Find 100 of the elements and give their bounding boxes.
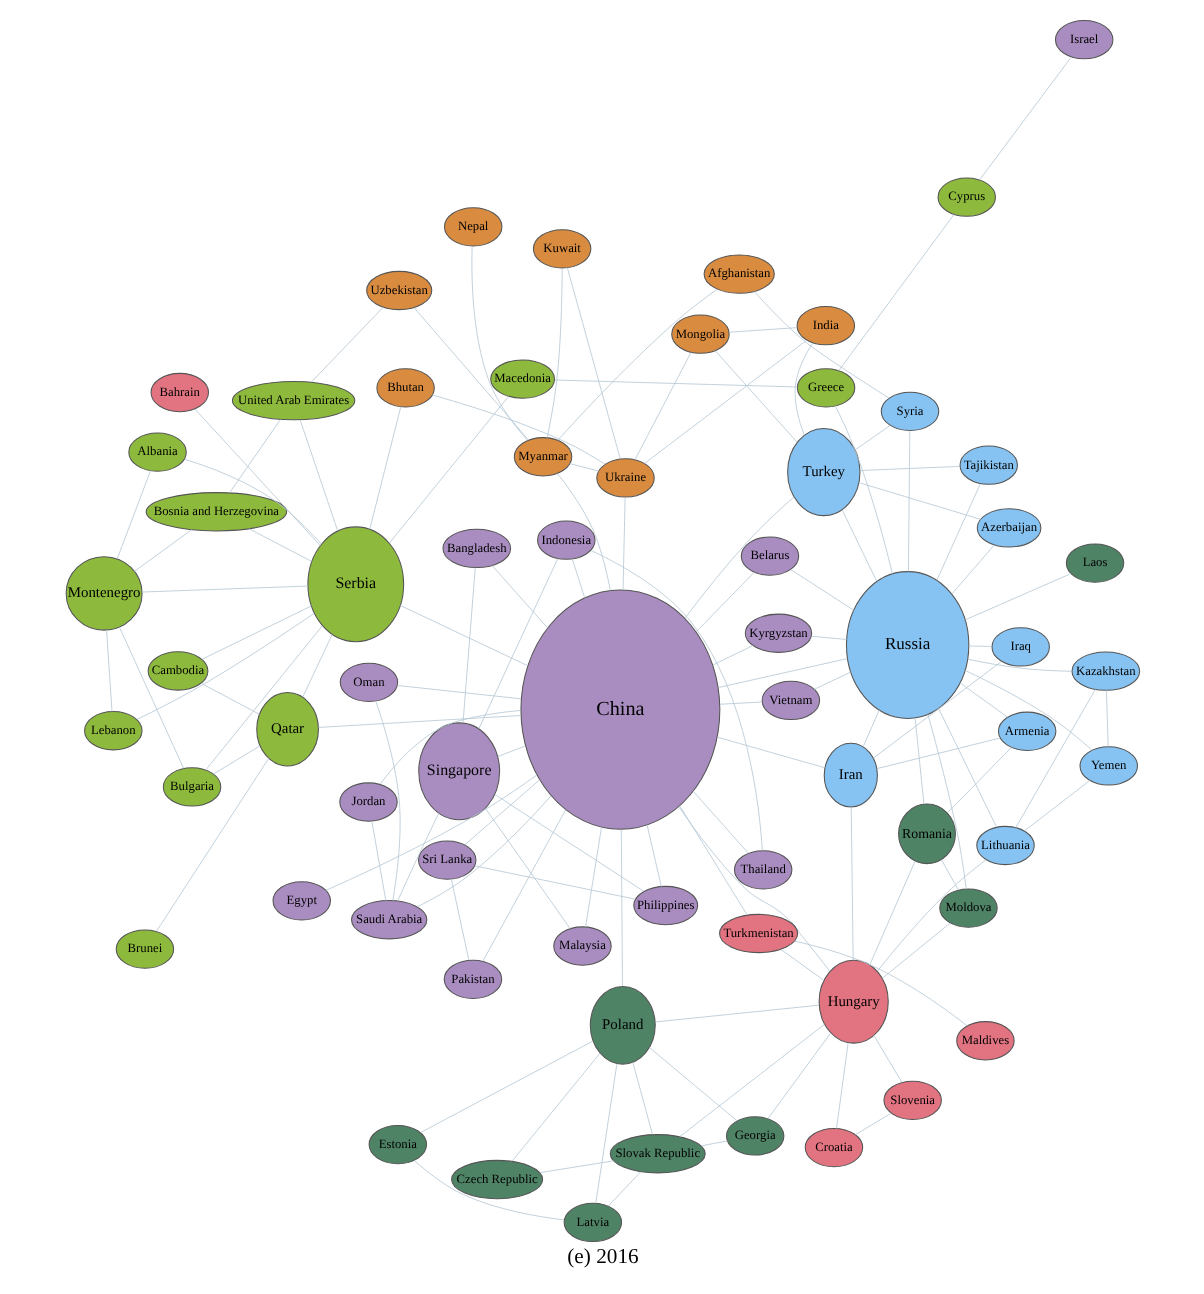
connector (621, 496, 625, 591)
connector (463, 779, 539, 846)
node-ellipse: Iran (822, 742, 877, 808)
connector (193, 408, 320, 546)
connector (1023, 779, 1090, 832)
connector (727, 327, 797, 333)
connector (840, 509, 877, 582)
connector (868, 860, 915, 966)
connector (926, 714, 966, 890)
node-ellipse: Serbia (306, 526, 404, 643)
connector (835, 1042, 848, 1129)
connector (200, 605, 311, 660)
connector (858, 465, 960, 471)
connector (854, 425, 890, 451)
connector (155, 758, 269, 932)
connector (966, 658, 1072, 672)
connector (677, 806, 830, 972)
connector (963, 573, 1071, 621)
connector (789, 569, 854, 611)
node-circle: Montenegro (64, 556, 142, 631)
connector (396, 685, 521, 700)
connector (368, 406, 401, 530)
connector (490, 565, 547, 628)
connector (568, 463, 598, 472)
connector (913, 717, 924, 805)
connector (419, 1040, 593, 1133)
connector (861, 709, 879, 747)
connector (570, 558, 585, 598)
node-ellipse: Poland (588, 985, 655, 1065)
connector (431, 394, 605, 465)
connector (692, 791, 748, 854)
connector (779, 949, 824, 981)
connector (1014, 689, 1095, 828)
connector (378, 709, 521, 785)
connector (565, 267, 620, 460)
connector (950, 544, 994, 595)
connector (298, 419, 338, 532)
connector (183, 458, 321, 545)
connector (872, 1035, 902, 1083)
connector (481, 809, 566, 962)
node-ellipse: Qatar (255, 692, 318, 767)
connector (556, 288, 717, 441)
connector (645, 824, 661, 887)
connector (133, 529, 192, 572)
connector (388, 396, 508, 544)
caption: (e) 2016 (566, 1246, 638, 1269)
connector (140, 585, 308, 593)
connector (837, 214, 954, 371)
connector (752, 291, 889, 399)
connector (958, 682, 1007, 718)
node-ellipse: China (519, 589, 720, 830)
connector (493, 794, 644, 892)
connector (483, 807, 570, 930)
connector (875, 737, 1000, 769)
connector (678, 1024, 824, 1137)
connector (449, 878, 469, 961)
connector (412, 307, 528, 441)
connector (374, 700, 400, 901)
connector (717, 658, 847, 688)
connector (643, 339, 807, 464)
connector (310, 307, 383, 383)
connector (871, 661, 1001, 759)
connector (619, 829, 622, 987)
connector (633, 352, 691, 461)
connector (473, 865, 635, 900)
connector (876, 859, 986, 972)
connector (766, 1032, 830, 1120)
connector (199, 682, 259, 715)
connector (324, 774, 537, 891)
connector (204, 625, 322, 771)
connector (105, 629, 112, 712)
connector (935, 483, 980, 581)
connector (793, 342, 813, 436)
connector (461, 567, 475, 724)
connector (653, 1004, 819, 1023)
connector (1105, 689, 1108, 747)
connector (477, 558, 558, 730)
connector (718, 701, 762, 705)
connector (606, 1171, 641, 1207)
connector (967, 645, 992, 647)
connector (678, 805, 747, 916)
connector (946, 747, 1011, 814)
connector (631, 1062, 652, 1135)
connector (301, 634, 332, 698)
connector (470, 245, 527, 441)
connector (118, 626, 183, 769)
connector (553, 379, 797, 388)
connector (538, 1160, 613, 1174)
connector (711, 645, 753, 666)
node-ellipse: Singapore (417, 722, 500, 821)
connector (713, 350, 797, 443)
connector (793, 940, 967, 1027)
connector (648, 1047, 737, 1122)
connector (683, 496, 794, 619)
connector (937, 708, 996, 828)
connector (510, 1052, 600, 1162)
connector (135, 612, 314, 720)
connector (396, 812, 439, 902)
connector (228, 419, 280, 494)
node-ellipse: Hungary (817, 959, 888, 1044)
